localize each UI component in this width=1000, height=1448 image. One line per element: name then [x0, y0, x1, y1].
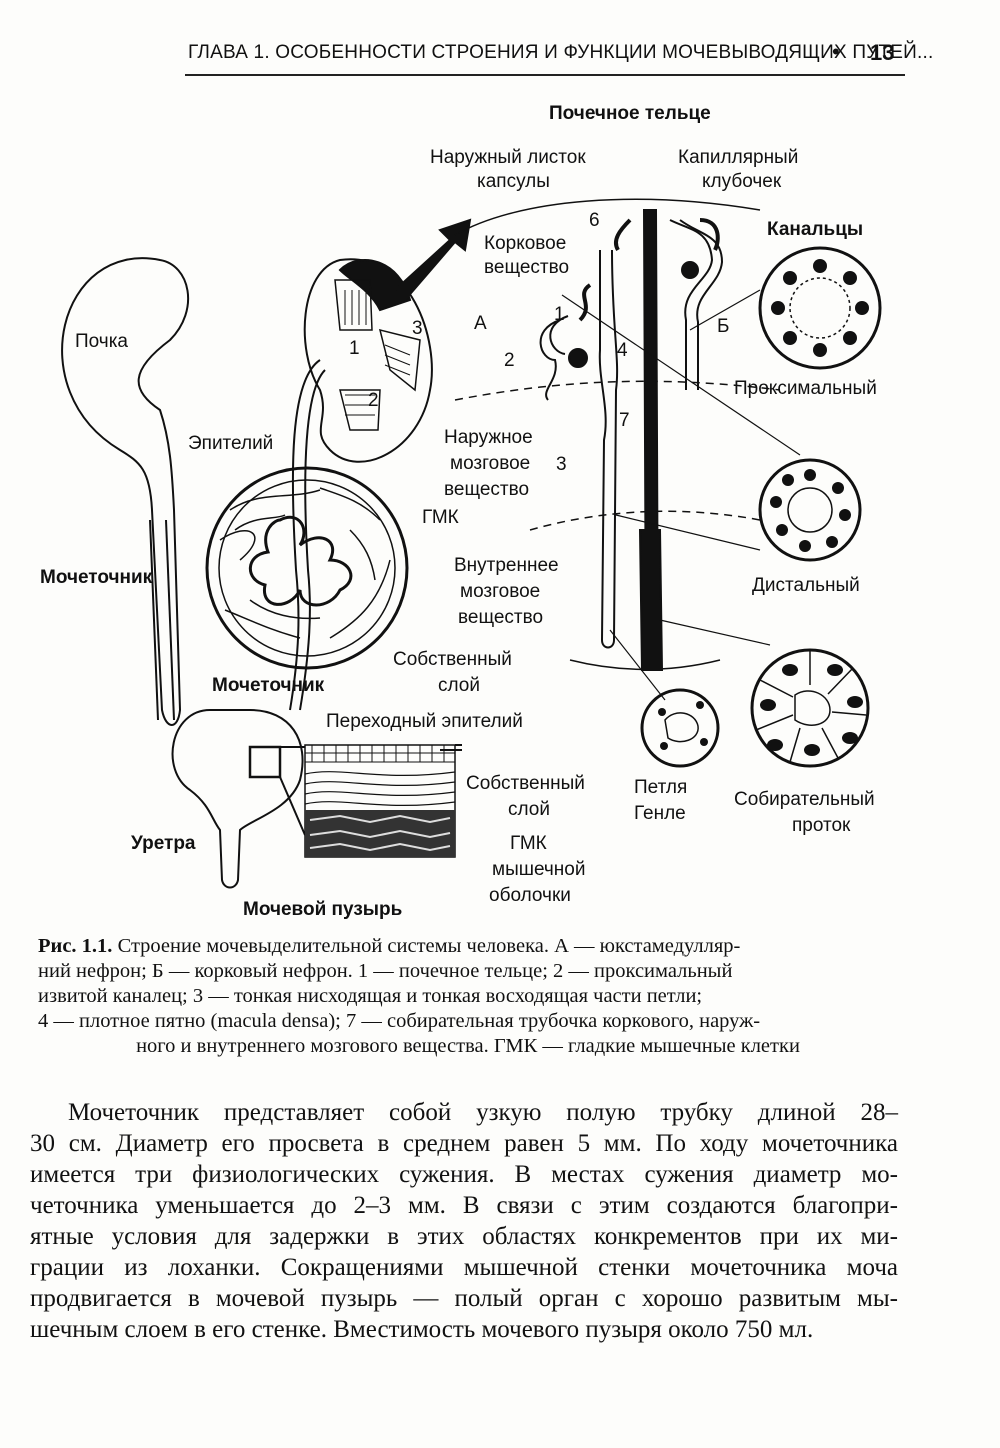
nephron-number-6: 6 [589, 210, 600, 231]
label-urethra: Уретра [131, 833, 196, 854]
label-bladder: Мочевой пузырь [243, 899, 403, 920]
body-line: шечным слоем в его стенке. Вместимость м… [30, 1316, 814, 1343]
nephron-number-4: 4 [617, 340, 628, 361]
label-smc-muscle-line1: ГМК [510, 833, 547, 854]
body-paragraph: Мочеточник представляет собой узкую полу… [30, 1097, 898, 1345]
label-tubules: Канальцы [767, 219, 864, 240]
figure-drawing [61, 198, 882, 889]
label-distal: Дистальный [752, 575, 860, 596]
kidney-number-3: 3 [412, 318, 423, 339]
label-inner-medulla-line1: Внутреннее [454, 555, 559, 576]
label-lamina-propria-1-line2: слой [438, 675, 480, 696]
kidney-outline [61, 257, 189, 726]
body-line: Мочеточник представляет собой узкую полу… [68, 1099, 898, 1126]
nephron-number-1: 1 [554, 304, 565, 325]
body-line: грации из лоханки. Сокращениями мышечной… [30, 1254, 898, 1281]
label-nephron-a: А [474, 313, 487, 334]
chapter-title: ГЛАВА 1. ОСОБЕННОСТИ СТРОЕНИЯ И ФУНКЦИИ … [188, 42, 934, 63]
label-cortex-line2: вещество [484, 257, 570, 278]
label-smc: ГМК [422, 507, 459, 528]
label-outer-medulla-line2: мозговое [450, 453, 531, 474]
label-outer-capsule-line1: Наружный листок [430, 147, 586, 168]
label-renal-corpuscle: Почечное тельце [549, 103, 711, 124]
label-lamina-propria-2-line2: слой [508, 799, 550, 820]
nephron-number-7: 7 [619, 410, 630, 431]
label-collecting-line1: Собирательный [734, 789, 875, 810]
label-inner-medulla-line3: вещество [458, 607, 544, 628]
label-collecting-line2: проток [792, 815, 851, 836]
label-kidney: Почка [75, 331, 129, 352]
kidney-number-2: 2 [368, 390, 379, 411]
label-cortex-line1: Корковое [484, 233, 567, 254]
kidney-section [303, 218, 472, 463]
label-outer-medulla-line1: Наружное [444, 427, 533, 448]
caption-line: Рис. 1.1. Строение мочевыделительной сис… [38, 934, 898, 959]
label-capillary-line1: Капиллярный [678, 147, 799, 168]
caption-line: извитой каналец; 3 — тонкая нисходящая и… [38, 984, 898, 1009]
caption-text: ного и внутреннего мозгового вещества. Г… [136, 1035, 800, 1057]
body-line: 30 см. Диаметр его просвета в среднем ра… [30, 1130, 898, 1157]
caption-figure-label: Рис. 1.1. [38, 935, 113, 957]
label-smc-muscle-line3: оболочки [489, 885, 571, 906]
label-ureter-mid: Мочеточник [212, 675, 325, 696]
label-lamina-propria-2-line1: Собственный [466, 773, 585, 794]
caption-line: ний нефрон; Б — корковый нефрон. 1 — поч… [38, 959, 898, 984]
label-loop-line2: Генле [634, 803, 686, 824]
caption-line: ного и внутреннего мозгового вещества. Г… [38, 1034, 898, 1059]
label-transitional-epithelium: Переходный эпителий [326, 711, 523, 732]
label-outer-capsule-line2: капсулы [477, 171, 550, 192]
caption-line: 4 — плотное пятно (macula densa); 7 — со… [38, 1009, 898, 1034]
nephron-number-2: 2 [504, 350, 515, 371]
label-epithelium: Эпителий [188, 433, 274, 454]
ureter-left-line [149, 519, 175, 721]
body-line: четочника уменьшается до 2–3 мм. В связи… [30, 1192, 898, 1219]
figure-caption: Рис. 1.1. Строение мочевыделительной сис… [38, 934, 898, 1059]
proximal-cross-section [758, 246, 882, 370]
label-proximal: Проксимальный [734, 378, 877, 399]
label-inner-medulla-line2: мозговое [460, 581, 541, 602]
collecting-duct-cross-section [750, 648, 870, 768]
page-number: 13 [870, 40, 895, 65]
label-smc-muscle-line2: мышечной [492, 859, 586, 880]
body-line: ятные условия для задержки в этих област… [30, 1223, 898, 1250]
kidney-number-1: 1 [349, 338, 360, 359]
header-rule [185, 74, 905, 76]
caption-text: извитой каналец; 3 — тонкая нисходящая и… [38, 985, 703, 1007]
caption-text: ний нефрон; Б — корковый нефрон. 1 — поч… [38, 960, 733, 982]
label-loop-line1: Петля [634, 777, 688, 798]
body-line: имеется три физиологических сужения. В м… [30, 1161, 898, 1188]
label-ureter-left: Мочеточник [40, 567, 153, 588]
bladder-outline [171, 709, 306, 889]
loop-of-henle-cross-section [640, 688, 720, 768]
body-line: продвигается в мочевой пузырь — полый ор… [30, 1285, 898, 1312]
label-lamina-propria-1-line1: Собственный [393, 649, 512, 670]
nephron-number-3: 3 [556, 454, 567, 475]
label-capillary-line2: клубочек [702, 171, 782, 192]
nephron-region [454, 198, 801, 701]
ureter-mid-line [289, 359, 326, 711]
caption-text: 4 — плотное пятно (macula densa); 7 — со… [38, 1010, 761, 1032]
ureter-cross-section [205, 466, 409, 670]
page-header: ГЛАВА 1. ОСОБЕННОСТИ СТРОЕНИЯ И ФУНКЦИИ … [0, 0, 1000, 80]
label-nephron-b: Б [717, 316, 730, 337]
caption-text: Строение мочевыделительной системы челов… [112, 935, 741, 957]
label-outer-medulla-line3: вещество [444, 479, 530, 500]
bladder-wall-layers [304, 744, 462, 858]
figure-urinary-system: Почечное тельце Наружный листок капсулы … [0, 90, 1000, 930]
distal-cross-section [758, 458, 862, 562]
header-bullet: • [832, 39, 840, 64]
